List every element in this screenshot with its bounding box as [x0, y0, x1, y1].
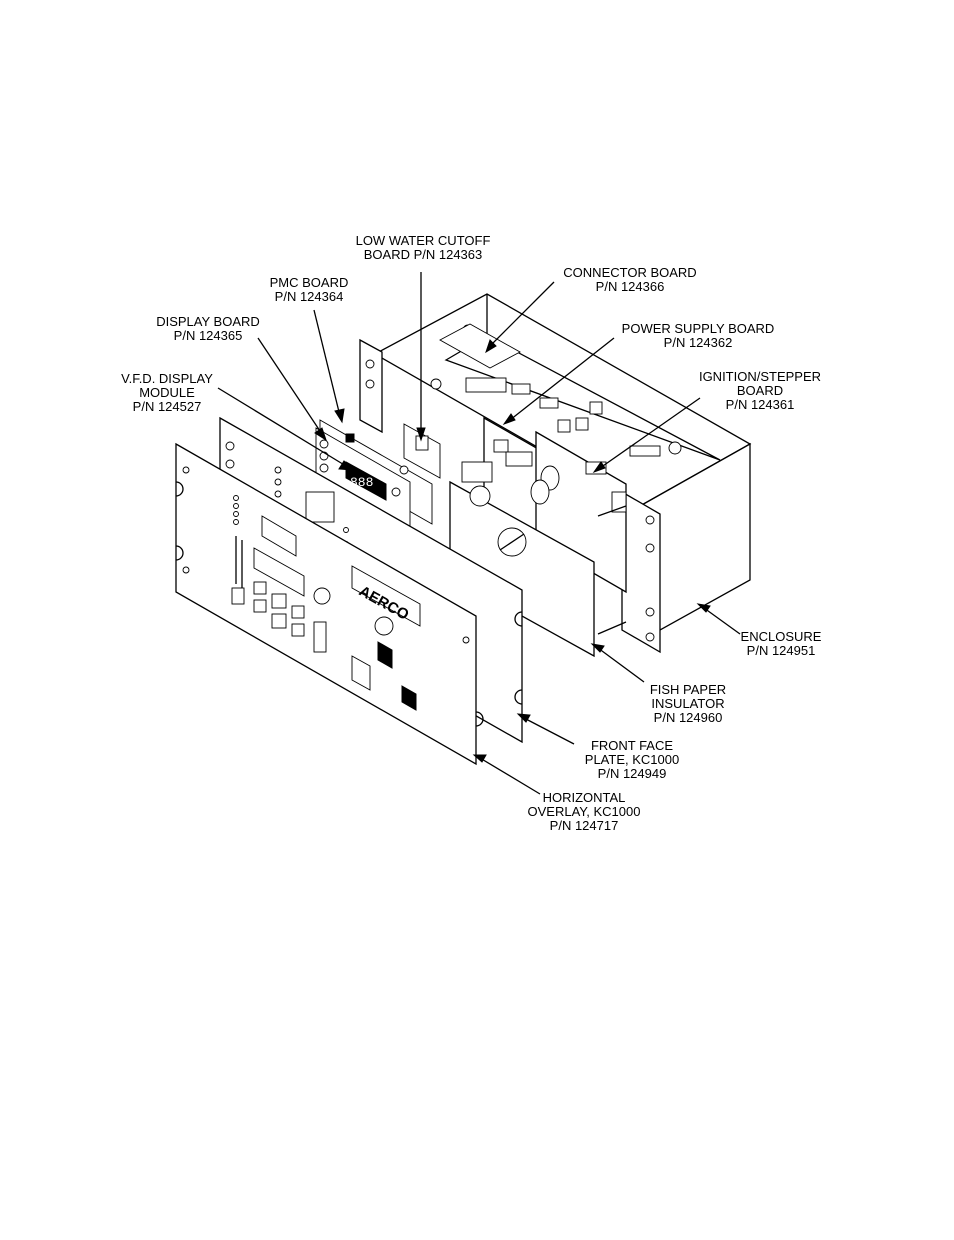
callout-horizontal-overlay: HORIZONTAL OVERLAY, KC1000 P/N 124717 — [527, 790, 641, 833]
display-board: 888 — [315, 427, 411, 533]
callout-low-water-cutoff: LOW WATER CUTOFF BOARD P/N 124363 — [355, 233, 491, 262]
callout-display-board: DISPLAY BOARD P/N 124365 — [156, 314, 260, 343]
horizontal-overlay: AERCO — [175, 442, 484, 766]
leader-lines — [217, 272, 741, 795]
callout-power-supply-board: POWER SUPPLY BOARD P/N 124362 — [621, 321, 775, 350]
callout-connector-board: CONNECTOR BOARD P/N 124366 — [563, 265, 697, 294]
connector-board — [430, 323, 661, 457]
enclosure-side-panel — [359, 338, 383, 434]
led-readout: 888 — [350, 475, 373, 490]
callout-enclosure: ENCLOSURE P/N 124951 — [740, 629, 822, 658]
fish-paper-insulator — [449, 461, 595, 658]
callout-vfd-display: V.F.D. DISPLAY MODULE P/N 124527 — [121, 371, 213, 414]
callout-pmc-board: PMC BOARD P/N 124364 — [269, 275, 349, 304]
callout-front-face-plate: FRONT FACE PLATE, KC1000 P/N 124949 — [584, 738, 680, 781]
callout-fish-paper-insulator: FISH PAPER INSULATOR P/N 124960 — [649, 682, 727, 725]
low-water-cutoff-board — [403, 423, 441, 479]
callout-ignition-stepper-board: IGNITION/STEPPER BOARD P/N 124361 — [698, 369, 822, 412]
